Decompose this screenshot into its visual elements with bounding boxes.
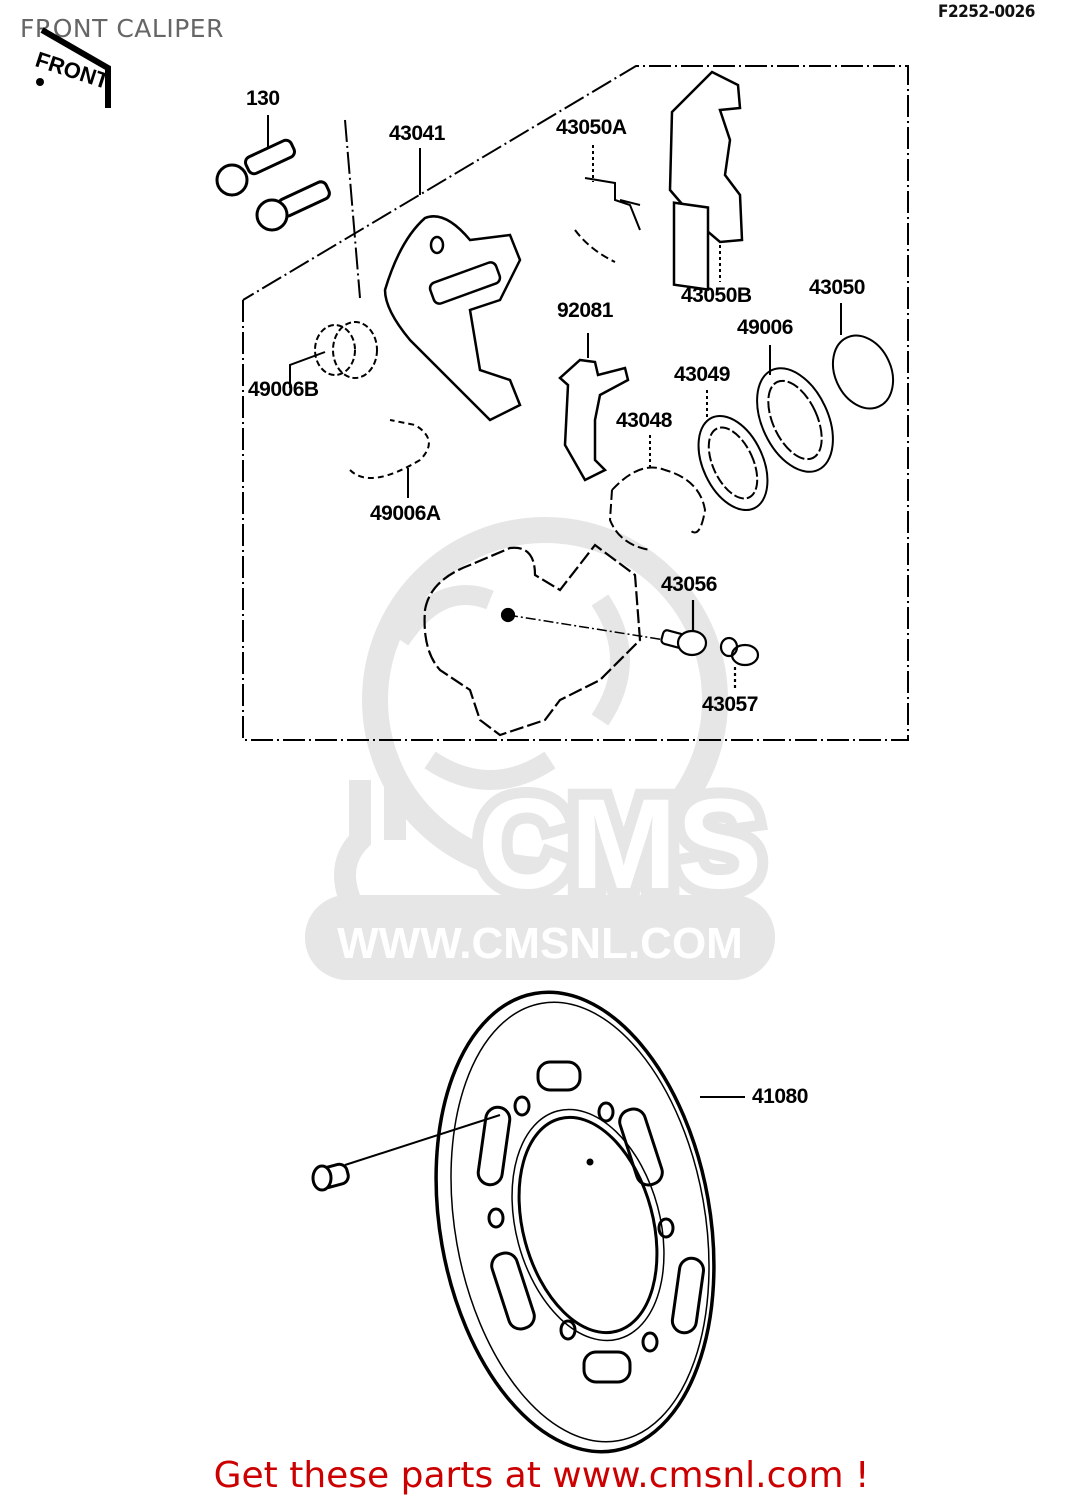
watermark-cms: CMS bbox=[478, 773, 762, 916]
part-label-43049[interactable]: 43049 bbox=[674, 363, 730, 386]
bolt-130-icon bbox=[215, 115, 331, 232]
part-label-43041[interactable]: 43041 bbox=[389, 122, 445, 145]
assembly-frame bbox=[242, 65, 909, 741]
part-label-92081[interactable]: 92081 bbox=[557, 299, 613, 322]
footer-link[interactable]: Get these parts at www.cmsnl.com ! bbox=[0, 1455, 1083, 1496]
piston-43048-icon bbox=[608, 435, 707, 551]
part-label-49006A[interactable]: 49006A bbox=[370, 502, 441, 525]
front-arrow-icon: FRONT bbox=[32, 27, 113, 108]
watermark-url: WWW.CMSNL.COM bbox=[337, 919, 743, 968]
part-label-49006B[interactable]: 49006B bbox=[248, 378, 319, 401]
cap-43050-icon bbox=[831, 303, 895, 410]
watermark-banner bbox=[305, 895, 775, 980]
dust-seal-43049-icon bbox=[697, 390, 769, 512]
part-label-43056[interactable]: 43056 bbox=[661, 573, 717, 596]
brake-pad-43050B-icon bbox=[668, 70, 744, 291]
footer-text[interactable]: Get these parts at www.cmsnl.com ! bbox=[213, 1455, 870, 1496]
part-label-130[interactable]: 130 bbox=[246, 87, 280, 110]
svg-text:FRONT: FRONT bbox=[32, 47, 112, 94]
disc-bolt-icon bbox=[311, 1114, 501, 1192]
caliper-bracket-43041-icon bbox=[383, 148, 522, 422]
part-label-43050[interactable]: 43050 bbox=[809, 276, 865, 299]
part-label-41080[interactable]: 41080 bbox=[752, 1085, 808, 1108]
pad-spring-43050A-icon bbox=[574, 145, 641, 263]
bleeder-valve-43056-icon bbox=[660, 600, 708, 657]
pin-49006A-icon bbox=[349, 419, 430, 498]
brake-disc-41080-icon bbox=[434, 990, 745, 1454]
bleeder-axis-line bbox=[507, 614, 666, 641]
part-label-43057[interactable]: 43057 bbox=[702, 693, 758, 716]
bleeder-cap-43057-icon bbox=[719, 636, 760, 690]
part-label-43048[interactable]: 43048 bbox=[616, 409, 672, 432]
part-label-49006[interactable]: 49006 bbox=[737, 316, 793, 339]
part-label-43050A[interactable]: 43050A bbox=[556, 116, 627, 139]
part-label-43050B[interactable]: 43050B bbox=[681, 284, 752, 307]
diagram-code: F2252-0026 bbox=[938, 2, 1035, 22]
pad-spring-92081-icon bbox=[558, 333, 630, 482]
piston-seal-49006-icon bbox=[756, 345, 834, 473]
bushing-49006B-icon bbox=[289, 321, 378, 388]
